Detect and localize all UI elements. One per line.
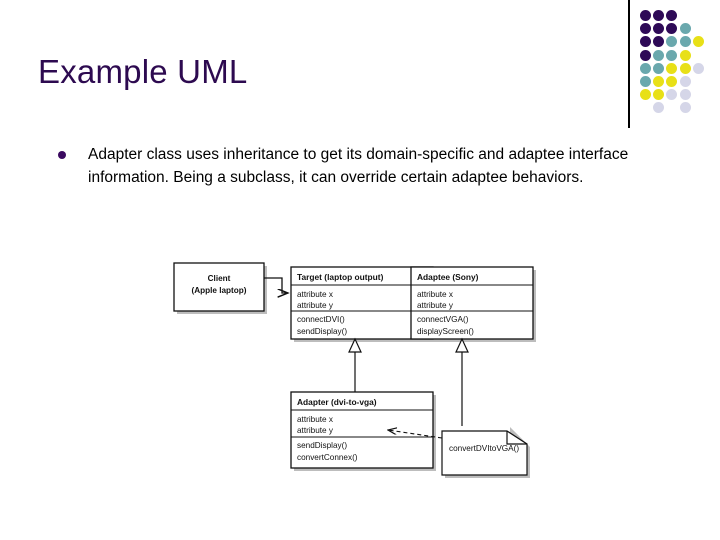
- adaptee-name: Adaptee (Sony): [417, 272, 479, 282]
- bullet-list-item: Adapter class uses inheritance to get it…: [58, 143, 670, 189]
- adapter-attr-0: attribute x: [297, 415, 333, 424]
- adaptee-method-1: displayScreen(): [417, 327, 474, 336]
- target-method-1: sendDisplay(): [297, 327, 347, 336]
- decoration-dot: [692, 62, 704, 74]
- decoration-dot: [679, 76, 691, 87]
- client-subtitle: (Apple laptop): [191, 286, 246, 295]
- decoration-dot: [640, 36, 651, 48]
- decoration-dot: [653, 89, 665, 101]
- relation-note-adapter: [388, 430, 443, 439]
- decoration-dot: [653, 102, 665, 114]
- vertical-rule: [628, 0, 630, 128]
- uml-class-client: Client (Apple laptop): [173, 262, 265, 312]
- decoration-dot: [653, 49, 665, 61]
- page-title: Example UML: [38, 53, 248, 90]
- relation-client-target: [264, 277, 288, 293]
- relation-adapter-adaptee: [455, 337, 469, 426]
- decoration-dot: [692, 36, 704, 48]
- client-name: Client: [208, 274, 231, 283]
- decoration-dot: [640, 10, 651, 21]
- decoration-dot: [679, 49, 691, 61]
- relation-adapter-target: [348, 337, 362, 392]
- decoration-dot: [653, 10, 665, 21]
- target-method-0: connectDVI(): [297, 315, 345, 324]
- decoration-dot: [640, 89, 651, 101]
- decoration-dot: [640, 23, 651, 35]
- uml-class-diagram: Client (Apple laptop) Target (laptop out…: [155, 248, 555, 488]
- decoration-dot: [666, 10, 678, 21]
- uml-class-target: Target (laptop output) attribute x attri…: [290, 266, 434, 340]
- uml-class-adapter: Adapter (dvi-to-vga) attribute x attribu…: [290, 391, 434, 469]
- decoration-dot: [666, 76, 678, 87]
- bullet-marker-icon: [58, 151, 66, 159]
- decoration-dot: [679, 36, 691, 48]
- uml-class-adaptee: Adaptee (Sony) attribute x attribute y c…: [410, 266, 534, 340]
- decoration-dot: [666, 36, 678, 48]
- decoration-dot: [666, 49, 678, 61]
- decoration-dot: [666, 23, 678, 35]
- adapter-attr-1: attribute y: [297, 426, 334, 435]
- decoration-dot: [679, 23, 691, 35]
- decoration-dot: [666, 89, 678, 101]
- decoration-dot: [653, 36, 665, 48]
- decoration-dot: [679, 102, 691, 114]
- adapter-method-0: sendDisplay(): [297, 441, 347, 450]
- adapter-name: Adapter (dvi-to-vga): [297, 397, 377, 407]
- decoration-dot: [679, 89, 691, 101]
- decoration-dot: [653, 76, 665, 87]
- target-attr-0: attribute x: [297, 290, 333, 299]
- adaptee-attr-0: attribute x: [417, 290, 453, 299]
- decoration-dot: [640, 76, 651, 87]
- adaptee-attr-1: attribute y: [417, 301, 454, 310]
- decoration-dot: [653, 62, 665, 74]
- uml-note-convert: convertDVItoVGA(): [441, 427, 530, 478]
- decoration-dot: [666, 62, 678, 74]
- decoration-dot: [640, 49, 651, 61]
- adaptee-method-0: connectVGA(): [417, 315, 469, 324]
- note-text: convertDVItoVGA(): [449, 444, 519, 453]
- bullet-item-text: Adapter class uses inheritance to get it…: [88, 146, 629, 186]
- target-attr-1: attribute y: [297, 301, 334, 310]
- decoration-dot: [640, 62, 651, 74]
- adapter-method-1: convertConnex(): [297, 453, 358, 462]
- dot-grid-decoration: [620, 0, 720, 132]
- decoration-dot: [653, 23, 665, 35]
- target-name: Target (laptop output): [297, 272, 384, 282]
- decoration-dot: [679, 62, 691, 74]
